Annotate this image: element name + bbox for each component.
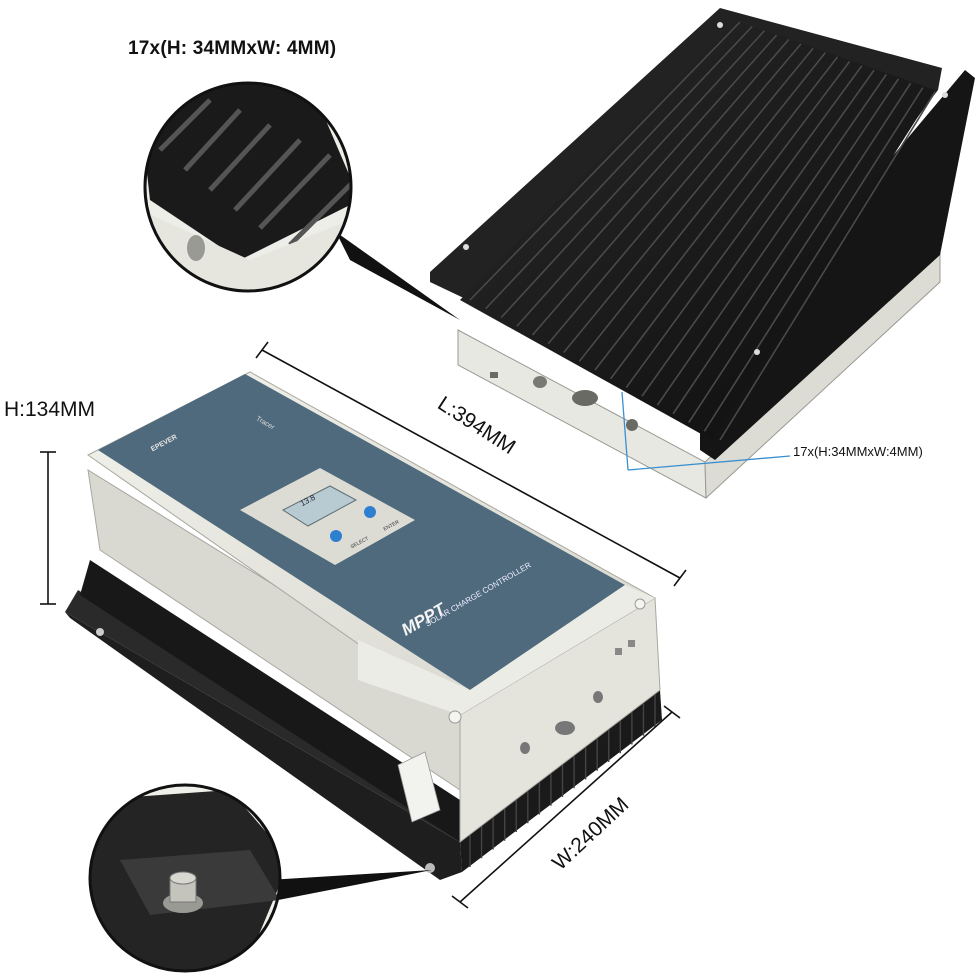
cover-screw bbox=[634, 598, 646, 610]
controller-base-plate bbox=[65, 612, 462, 880]
controller-front-view bbox=[65, 371, 662, 880]
terminal-square bbox=[628, 640, 635, 647]
controller-base-flange bbox=[65, 590, 460, 842]
fin-line bbox=[641, 69, 875, 397]
mount-hole bbox=[754, 349, 760, 355]
terminal-cover bbox=[358, 585, 655, 715]
controller-heatsink bbox=[460, 690, 662, 872]
terminal-hole bbox=[520, 742, 530, 754]
cover-screw bbox=[448, 710, 462, 724]
fin-line bbox=[703, 87, 924, 432]
heatsink-fin-lines bbox=[469, 21, 936, 441]
mount-hole bbox=[717, 22, 723, 28]
port-slot bbox=[572, 390, 598, 406]
mount-hole bbox=[942, 92, 948, 98]
fin-line bbox=[609, 60, 851, 380]
fin-line bbox=[516, 34, 778, 327]
fin-leader-lines bbox=[621, 391, 791, 471]
zoom-connector-top bbox=[336, 232, 460, 320]
fin-line bbox=[594, 56, 839, 371]
zoom-connector-bottom bbox=[268, 870, 432, 902]
enter-button[interactable] bbox=[364, 506, 376, 518]
height-dimension-label: H:134MM bbox=[4, 398, 96, 421]
terminal-hole bbox=[593, 691, 603, 703]
fin-line bbox=[578, 52, 826, 362]
port-square bbox=[490, 372, 498, 378]
controller-heatsink-fins bbox=[469, 695, 656, 867]
dimension-lines bbox=[40, 341, 687, 909]
heatsink-back-view bbox=[430, 8, 975, 500]
fin-count: 17x bbox=[128, 38, 161, 59]
zoom-circle-screw bbox=[88, 783, 282, 973]
zoom-circle-fins bbox=[143, 81, 353, 293]
fin-line bbox=[500, 30, 765, 319]
fin-line bbox=[485, 25, 753, 310]
fin-line bbox=[656, 74, 887, 406]
mount-hole bbox=[463, 244, 469, 250]
select-button[interactable] bbox=[330, 530, 342, 542]
fin-line bbox=[719, 91, 936, 441]
warning-label bbox=[397, 751, 441, 823]
terminal-square bbox=[615, 648, 622, 655]
terminal-slot bbox=[555, 721, 575, 735]
fin-line bbox=[625, 65, 863, 388]
fin-line bbox=[547, 43, 802, 345]
mount-screw bbox=[96, 628, 104, 636]
fin-line bbox=[531, 38, 790, 336]
controller-lower-band bbox=[80, 560, 460, 842]
fin-spec-callout-right: 17x(H:34MMxW:4MM) bbox=[793, 444, 923, 459]
mount-screw bbox=[425, 863, 435, 873]
lcd-bezel bbox=[240, 468, 415, 565]
fin-dimensions: (H: 34MMxW: 4MM) bbox=[160, 38, 337, 59]
port-hole bbox=[533, 376, 547, 388]
lcd-screen bbox=[281, 485, 358, 527]
fin-spec-callout-top: 17x(H: 34MMxW: 4MM) bbox=[128, 38, 336, 60]
fin-line bbox=[563, 47, 814, 354]
fin-line bbox=[469, 21, 741, 301]
port-hole bbox=[626, 419, 638, 431]
fin-line bbox=[672, 78, 900, 415]
fin-line bbox=[688, 82, 912, 423]
